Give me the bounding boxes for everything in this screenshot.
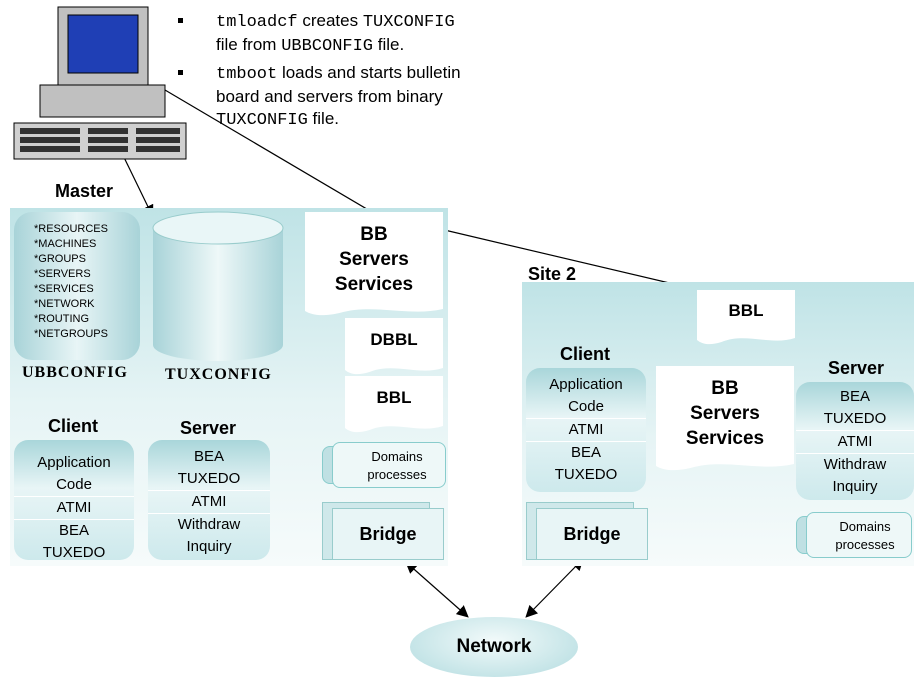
document-wave xyxy=(345,364,443,375)
master-bbl-document: BBL xyxy=(345,376,443,433)
computer-icon xyxy=(13,6,187,160)
master-domains-processes: Domains processes xyxy=(322,440,446,488)
arrow-to-master-bb xyxy=(164,89,385,220)
master-dbbl-document: DBBL xyxy=(345,318,443,375)
document-wave xyxy=(656,460,794,471)
ubbconfig-sections: *RESOURCES *MACHINES *GROUPS *SERVERS *S… xyxy=(34,223,108,340)
document-wave xyxy=(305,305,443,316)
master-title: Master xyxy=(55,181,114,201)
master-server-title: Server xyxy=(180,418,237,438)
site2-bridge: Bridge xyxy=(526,496,648,560)
site2-bbl-document: BBL xyxy=(697,290,795,345)
site2-server-stack: BEA TUXEDO ATMI Withdraw Inquiry xyxy=(796,382,914,500)
tuxconfig-cylinder xyxy=(152,211,284,361)
ubbconfig-cylinder: *RESOURCES *MACHINES *GROUPS *SERVERS *S… xyxy=(14,212,140,360)
site2-title: Site 2 xyxy=(528,264,577,284)
master-server-stack: BEA TUXEDO ATMI Withdraw Inquiry xyxy=(148,440,270,560)
master-bridge: Bridge xyxy=(322,496,444,560)
master-client-title: Client xyxy=(48,416,99,436)
bullet-tmboot: tmboot loads and starts bulletin board a… xyxy=(178,62,461,132)
master-bb-document: BB Servers Services xyxy=(305,212,443,316)
site2-bb-document: BB Servers Services xyxy=(656,366,794,471)
document-wave xyxy=(345,422,443,433)
site2-client-stack: Application Code ATMI BEA TUXEDO xyxy=(526,368,646,492)
document-wave xyxy=(697,334,795,345)
bullet-tmloadcf: tmloadcf creates TUXCONFIG file from UBB… xyxy=(178,10,455,58)
site2-client-title: Client xyxy=(560,344,611,364)
site2-domains-processes: Domains processes xyxy=(796,510,912,558)
master-client-stack: Application Code ATMI BEA TUXEDO xyxy=(14,440,134,561)
arrow-bridge-network xyxy=(405,561,469,618)
ubbconfig-label: UBBCONFIG xyxy=(22,364,128,381)
network-cloud: Network xyxy=(410,617,578,677)
arrow-network-bridge2 xyxy=(525,558,584,618)
site2-server-title: Server xyxy=(828,358,885,378)
tuxconfig-label: TUXCONFIG xyxy=(165,366,272,383)
